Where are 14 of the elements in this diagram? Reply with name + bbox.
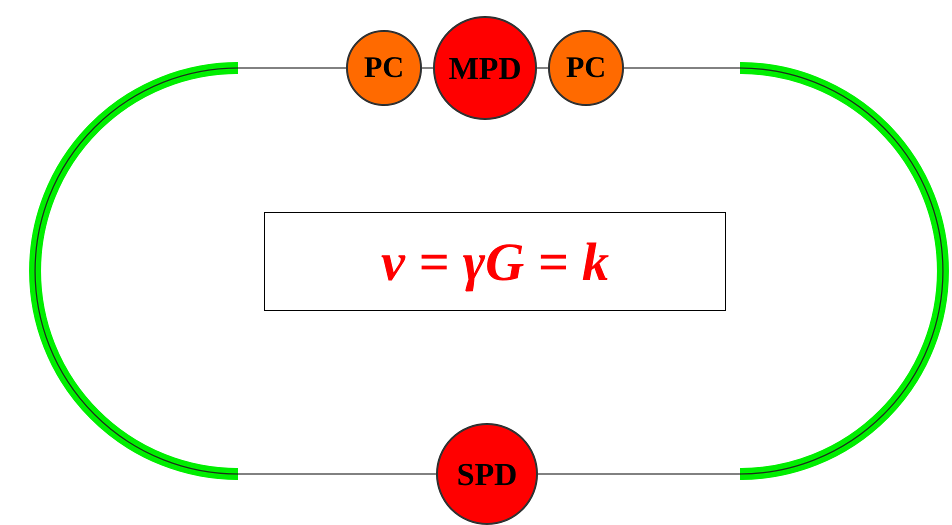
beamline-connector [538,473,740,475]
beamline-connector [537,67,548,69]
detector-label: PC [566,51,606,85]
beamline-connector [238,67,346,69]
beamline-connector [422,67,433,69]
formula-box [264,212,726,311]
beamline-connector [238,473,436,475]
formula-text: ν = γG = k [381,230,609,292]
beamline-connector [624,67,740,69]
detector-label: MPD [448,50,522,86]
detector-label: SPD [456,456,518,492]
beamline-arc [29,62,238,480]
beamline-arc [740,62,949,480]
detector-label: PC [364,51,404,85]
